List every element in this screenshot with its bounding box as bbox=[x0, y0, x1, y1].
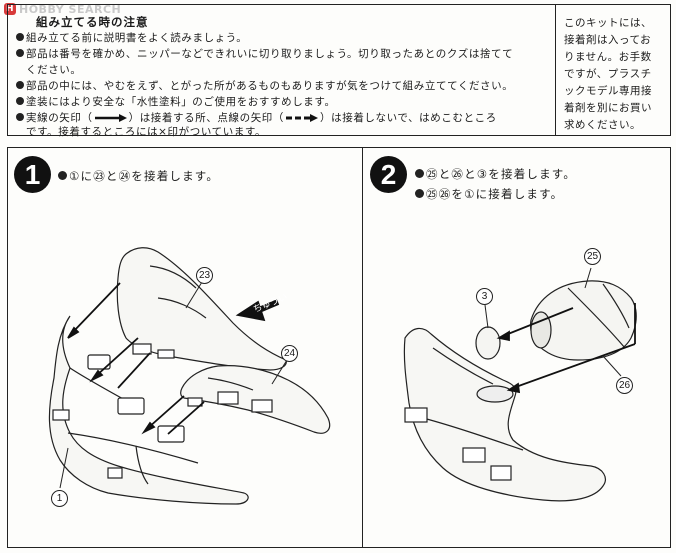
notice-line: 接着剤は入ってお bbox=[564, 34, 652, 46]
note-item-arrows: 実線の矢印（ ）は接着する所、点線の矢印（ ）は接着しないで、はめこむところ bbox=[16, 112, 497, 124]
bullet-icon bbox=[58, 171, 67, 180]
note-text: 部品は番号を確かめ、ニッパーなどできれいに切り取りましょう。切り取ったあとのクズ… bbox=[26, 48, 514, 60]
note-text: 組み立てる前に説明書をよく読みましょう。 bbox=[26, 32, 248, 44]
bullet-icon bbox=[415, 189, 424, 198]
step-2-assembly-arrows bbox=[496, 303, 636, 394]
notice-line: ですが、プラスチ bbox=[564, 68, 652, 80]
note-item: 部品は番号を確かめ、ニッパーなどできれいに切り取りましょう。切り取ったあとのクズ… bbox=[16, 48, 513, 60]
step-2-instruction-2: ㉕㉖を①に接着します。 bbox=[415, 186, 563, 202]
note-text: ）は接着しないで、はめこむところ bbox=[320, 112, 497, 124]
note-text: 部品の中には、やむをえず、とがった所があるものもありますが気をつけて組み立ててく… bbox=[26, 80, 514, 92]
part-24-label: 24 bbox=[281, 345, 298, 362]
part-3-drawing bbox=[475, 326, 501, 360]
notice-line: ックモデル専用接 bbox=[564, 85, 652, 97]
assembly-notes-box: 組み立てる時の注意 組み立てる前に説明書をよく読みましょう。 部品は番号を確かめ… bbox=[7, 4, 555, 138]
step-2-panel: 2 ㉕と㉖と③を接着します。 ㉕㉖を①に接着します。 bbox=[362, 147, 671, 548]
note-text: 塗装にはより安全な「水性塗料」のご使用をおすすめします。 bbox=[26, 96, 336, 108]
step-1-instruction: ①に㉓と㉔を接着します。 bbox=[58, 168, 219, 184]
step-1-diagram bbox=[48, 247, 331, 505]
note-text: ）は接着する所、点線の矢印（ bbox=[128, 112, 285, 124]
step-2-text-1: ㉕と㉖と③を接着します。 bbox=[426, 167, 577, 181]
notes-title: 組み立てる時の注意 bbox=[36, 15, 149, 29]
part-24-wing-drawing bbox=[180, 365, 331, 434]
step-2-text-2: ㉕㉖を①に接着します。 bbox=[426, 187, 564, 201]
step-2-diagram bbox=[403, 267, 637, 502]
note-item-continued: です。接着するところには×印がついています。 bbox=[26, 126, 266, 138]
part-25-label: 25 bbox=[584, 248, 601, 265]
note-text: ください。 bbox=[26, 64, 82, 76]
notice-line: りません。お手数 bbox=[564, 51, 652, 63]
note-item: 組み立てる前に説明書をよく読みましょう。 bbox=[16, 32, 247, 44]
note-item-continued: ください。 bbox=[26, 64, 82, 76]
bullet-icon bbox=[16, 49, 24, 57]
wing-assembly-drawing bbox=[403, 327, 606, 502]
step-2-number: 2 bbox=[370, 156, 407, 193]
bullet-icon bbox=[16, 33, 24, 41]
part-23-label: 23 bbox=[196, 267, 213, 284]
note-text: です。接着するところには×印がついています。 bbox=[26, 126, 267, 138]
bullet-icon bbox=[16, 81, 24, 89]
note-text: 実線の矢印（ bbox=[26, 112, 93, 124]
notice-line: このキットには、 bbox=[564, 17, 652, 29]
part-26-label: 26 bbox=[616, 377, 633, 394]
note-item: 塗装にはより安全な「水性塗料」のご使用をおすすめします。 bbox=[16, 96, 336, 108]
step-1-text: ①に㉓と㉔を接着します。 bbox=[69, 169, 220, 183]
bullet-icon bbox=[415, 169, 424, 178]
step-2-instruction-1: ㉕と㉖と③を接着します。 bbox=[415, 166, 576, 182]
step-1-panel: 1 ①に㉓と㉔を接着します。 bbox=[7, 147, 363, 548]
bullet-icon bbox=[16, 113, 24, 121]
notice-line: 着剤を別にお買い bbox=[564, 102, 652, 114]
dashed-arrow-icon bbox=[286, 114, 319, 122]
watermark-text: HOBBY SEARCH bbox=[19, 2, 122, 16]
solid-arrow-icon bbox=[94, 114, 127, 122]
step-1-number: 1 bbox=[14, 156, 51, 193]
notice-line: 求めください。 bbox=[564, 119, 641, 131]
note-item: 部品の中には、やむをえず、とがった所があるものもありますが気をつけて組み立ててく… bbox=[16, 80, 513, 92]
bullet-icon bbox=[16, 97, 24, 105]
part-1-wing-drawing bbox=[48, 315, 249, 505]
glue-notice-box: このキットには、 接着剤は入ってお りません。お手数 ですが、プラスチ ックモデ… bbox=[555, 4, 671, 136]
step-1-assembly-arrows bbox=[67, 282, 280, 435]
engine-pod-drawing bbox=[530, 280, 637, 361]
part-1-label: 1 bbox=[51, 490, 68, 507]
part-3-label: 3 bbox=[476, 288, 493, 305]
part-23-wing-drawing bbox=[116, 247, 287, 371]
